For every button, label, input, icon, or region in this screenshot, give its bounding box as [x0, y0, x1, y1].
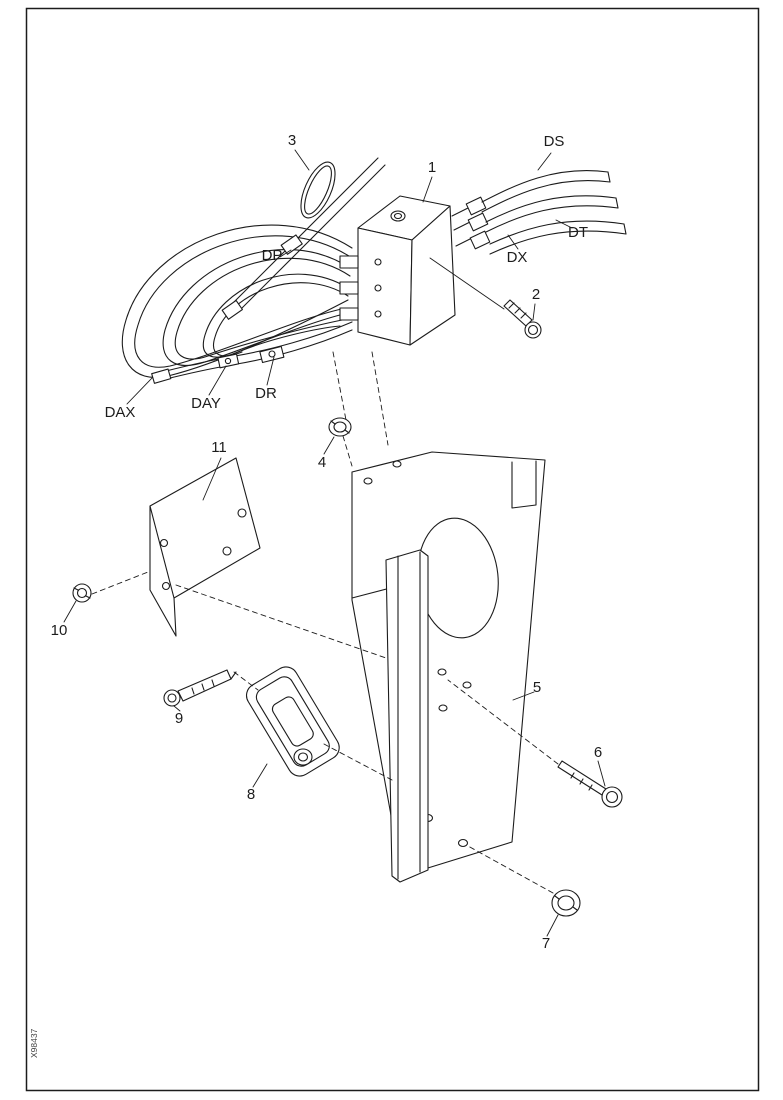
- figure-code: X98437: [29, 1028, 39, 1058]
- callout-7: 7: [542, 935, 550, 952]
- callout-ds: DS: [544, 133, 565, 150]
- connector-8: [245, 666, 340, 777]
- leader-lines: [63, 149, 606, 937]
- callout-dax: DAX: [105, 404, 136, 421]
- callout-6: 6: [594, 744, 602, 761]
- hose-fitting-day: [217, 353, 240, 369]
- callout-11: 11: [211, 439, 227, 456]
- bolt-6: [557, 760, 623, 808]
- construction-lines: [91, 351, 559, 894]
- callout-dr: DR: [255, 385, 277, 402]
- callout-dp: DP: [262, 247, 283, 264]
- mounting-bracket-5: [351, 451, 546, 883]
- callout-8: 8: [247, 786, 255, 803]
- callout-dt: DT: [568, 224, 588, 241]
- valve-block-1: [339, 195, 491, 346]
- hose-fitting-dax: [151, 368, 172, 384]
- bracket-plate-11: [149, 457, 261, 637]
- callout-dx: DX: [507, 249, 528, 266]
- callout-5: 5: [533, 679, 541, 696]
- callout-2: 2: [532, 286, 540, 303]
- bolt-10: [72, 583, 92, 603]
- bolt-2: [429, 257, 542, 339]
- hose-fitting-dr: [259, 345, 285, 364]
- right-hoses: [481, 170, 627, 255]
- bolt-9: [163, 669, 237, 707]
- callout-9: 9: [175, 710, 183, 727]
- diagram-linework: [63, 149, 627, 937]
- callout-3: 3: [288, 132, 296, 149]
- hose-bundle: [121, 224, 353, 384]
- grommet-4: [328, 417, 352, 437]
- callout-4: 4: [318, 454, 326, 471]
- ring-clamp-3: [300, 161, 336, 219]
- channel-bar: [385, 549, 429, 883]
- callout-10: 10: [51, 622, 68, 639]
- page-border: [25, 7, 760, 1092]
- callout-1: 1: [428, 159, 436, 176]
- callout-day: DAY: [191, 395, 221, 412]
- grommet-7: [551, 889, 581, 917]
- straight-tube-dp: [221, 157, 386, 320]
